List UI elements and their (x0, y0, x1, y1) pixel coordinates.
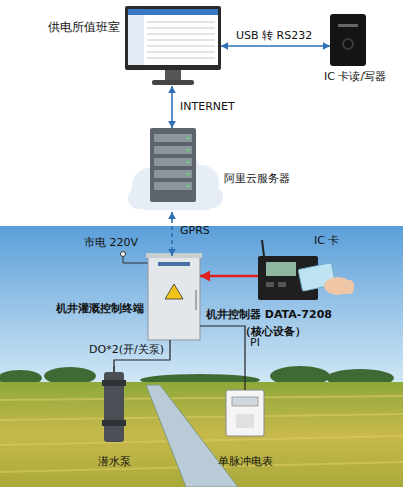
rice-field (0, 382, 403, 487)
stripe (0, 396, 403, 400)
pump-band (102, 380, 126, 386)
node-label: IC 卡读/写器 (324, 70, 386, 84)
slot (154, 182, 192, 190)
slot (154, 170, 192, 178)
slot (154, 146, 192, 154)
edge-label: PI (250, 336, 260, 350)
cabinet-plate (158, 262, 190, 266)
row (147, 58, 215, 59)
controller-key (266, 282, 274, 287)
row (147, 22, 215, 23)
arrow-head (168, 249, 176, 256)
node-label: 机井灌溉控制终端 (56, 302, 144, 316)
arrow-head (168, 212, 176, 219)
mains-wire (121, 252, 149, 264)
hand (338, 280, 354, 294)
node-label: 潜水泵 (98, 455, 131, 469)
arrow-head (221, 42, 228, 50)
edge-label: USB 转 RS232 (236, 29, 312, 43)
slot (154, 158, 192, 166)
connector (221, 42, 330, 50)
meter-icon (226, 390, 264, 436)
pump-node: 潜水泵 (102, 372, 126, 450)
connector (168, 86, 176, 128)
server-slots (154, 134, 192, 190)
controller-icon (258, 240, 354, 300)
connector (200, 326, 245, 390)
row (147, 34, 215, 35)
led (187, 161, 190, 164)
monitor-stand (165, 70, 181, 80)
warning-sign (165, 284, 183, 299)
server-leds (187, 137, 190, 188)
control-terminal-node: 机井灌溉控制终端 (148, 256, 200, 340)
slot (154, 134, 192, 142)
sky (0, 226, 403, 386)
row (147, 46, 215, 47)
led (187, 137, 190, 140)
arrow-head (200, 271, 210, 282)
control-cabinet-icon (146, 253, 202, 340)
terminal-dot (121, 252, 126, 257)
arrow-head (168, 86, 176, 93)
pump-band (102, 420, 126, 426)
arrow-head (168, 121, 176, 128)
node-label: 单脉冲电表 (218, 455, 273, 469)
meter-display (232, 397, 258, 406)
node-label: 机井控制器 DATA-7208 (206, 308, 332, 322)
led (187, 173, 190, 176)
cloud-server-icon (128, 128, 223, 210)
led (187, 149, 190, 152)
monitor-frame (125, 6, 221, 70)
monitor-icon (125, 6, 221, 85)
reader-body (330, 14, 366, 66)
controller-key (278, 282, 286, 287)
antenna (262, 240, 264, 256)
node-label: 阿里云服务器 (224, 172, 290, 186)
server-rack (150, 128, 196, 202)
controller-display (266, 262, 296, 276)
arrow-head (323, 42, 330, 50)
wire (123, 257, 148, 263)
stripe (0, 414, 403, 420)
controller-node: 机井控制器 DATA-7208（核心设备） (258, 246, 354, 302)
meter-body (226, 390, 264, 436)
node-label: （核心设备） (240, 325, 306, 339)
monitor-screen (128, 9, 218, 65)
edge-label: INTERNET (180, 100, 235, 114)
row (147, 40, 215, 41)
table-rows (147, 22, 215, 58)
row (147, 28, 215, 29)
led (187, 185, 190, 188)
monitor-node: 供电所值班室 (125, 6, 221, 86)
window-bar (128, 9, 218, 15)
reader-logo (338, 24, 358, 27)
cloud-puff (151, 146, 199, 194)
node-label: 供电所值班室 (48, 20, 120, 35)
connector (200, 271, 258, 282)
cloud-server-node: 阿里云服务器 (128, 128, 220, 212)
cabinet-top (146, 253, 202, 258)
connector-line (200, 326, 245, 390)
cabinet-body (148, 256, 200, 340)
connector (168, 212, 176, 256)
pump-icon (102, 366, 126, 442)
edge-label: DO*2(开/关泵) (89, 343, 164, 357)
reader-mark (343, 39, 353, 49)
edge-label: GPRS (180, 224, 210, 238)
cabinet-handle (195, 290, 197, 310)
canal (146, 385, 238, 487)
connector-line (221, 45, 330, 47)
window-sidebar (128, 15, 144, 65)
card-label: IC 卡 (314, 234, 339, 248)
power-label: 市电 220V (84, 236, 138, 250)
meter-node: 单脉冲电表 (226, 390, 264, 436)
monitor-base (152, 80, 194, 85)
card-reader-node: IC 卡读/写器 (330, 14, 366, 66)
row (147, 52, 215, 53)
meter-terminal (236, 414, 254, 428)
card-reader-icon (330, 14, 366, 66)
